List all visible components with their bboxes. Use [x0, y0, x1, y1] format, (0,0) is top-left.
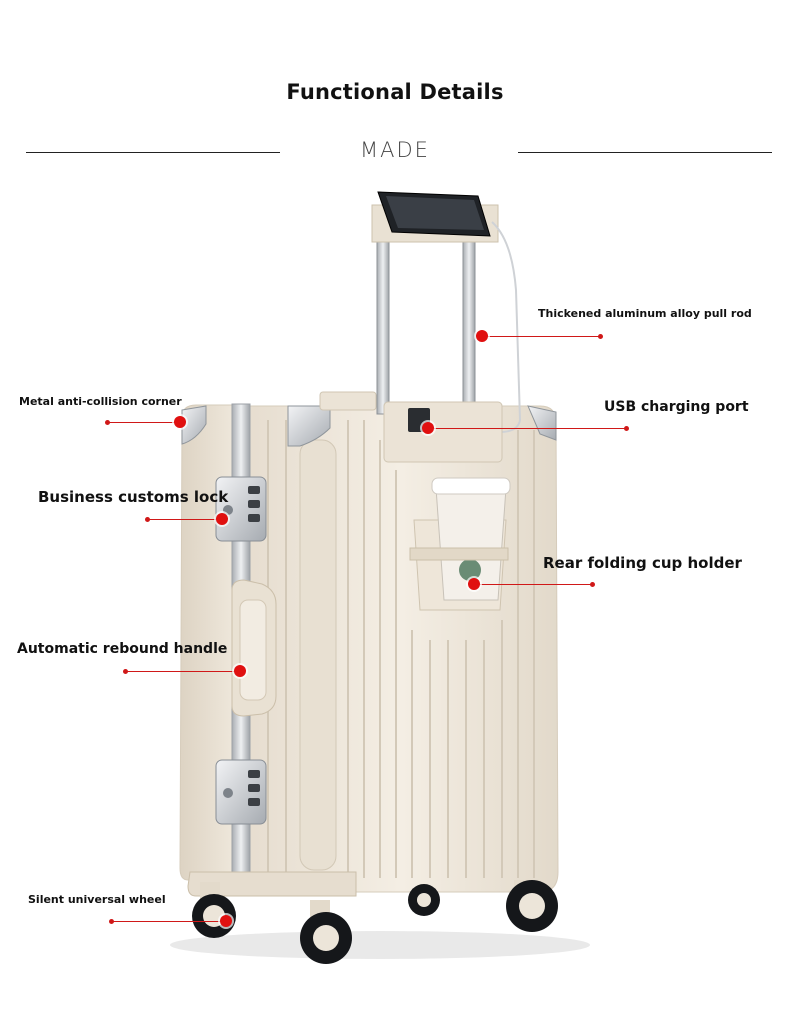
phone-icon [377, 191, 491, 237]
wheel-icon [192, 880, 558, 964]
callout-corner-line [108, 422, 182, 423]
callout-usb-line [428, 428, 626, 429]
callout-cup-holder-marker [468, 578, 480, 590]
callout-handle-label: Automatic rebound handle [17, 641, 228, 657]
callout-wheel-label: Silent universal wheel [28, 893, 166, 906]
callout-pull-rod-marker [476, 330, 488, 342]
callout-cup-holder-line [474, 584, 592, 585]
callout-usb-end-dot [624, 426, 629, 431]
callout-pull-rod-line [482, 336, 600, 337]
callout-wheel-end-dot [109, 919, 114, 924]
cup-icon [409, 477, 511, 611]
callout-cup-holder-label: Rear folding cup holder [543, 554, 742, 572]
callout-lock-end-dot [145, 517, 150, 522]
callout-lock-marker [216, 513, 228, 525]
callout-lock-line [148, 519, 222, 520]
callout-handle-line [126, 671, 240, 672]
page-title: Functional Details [286, 80, 504, 104]
callout-pull-rod-label: Thickened aluminum alloy pull rod [538, 307, 752, 320]
callout-wheel-line [112, 921, 226, 922]
callout-cup-holder-end-dot [590, 582, 595, 587]
callout-corner-label: Metal anti-collision corner [19, 395, 182, 408]
callout-usb-label: USB charging port [604, 399, 749, 415]
callout-lock-label: Business customs lock [38, 488, 229, 506]
callout-handle-marker [234, 665, 246, 677]
subtitle: MADE [360, 138, 430, 162]
lock-icon [215, 476, 267, 825]
callout-wheel-marker [220, 915, 232, 927]
divider-left [26, 152, 280, 153]
divider-right [518, 152, 772, 153]
callout-handle-end-dot [123, 669, 128, 674]
callout-corner-end-dot [105, 420, 110, 425]
callout-pull-rod-end-dot [598, 334, 603, 339]
callout-usb-marker [422, 422, 434, 434]
callout-corner-marker [174, 416, 186, 428]
